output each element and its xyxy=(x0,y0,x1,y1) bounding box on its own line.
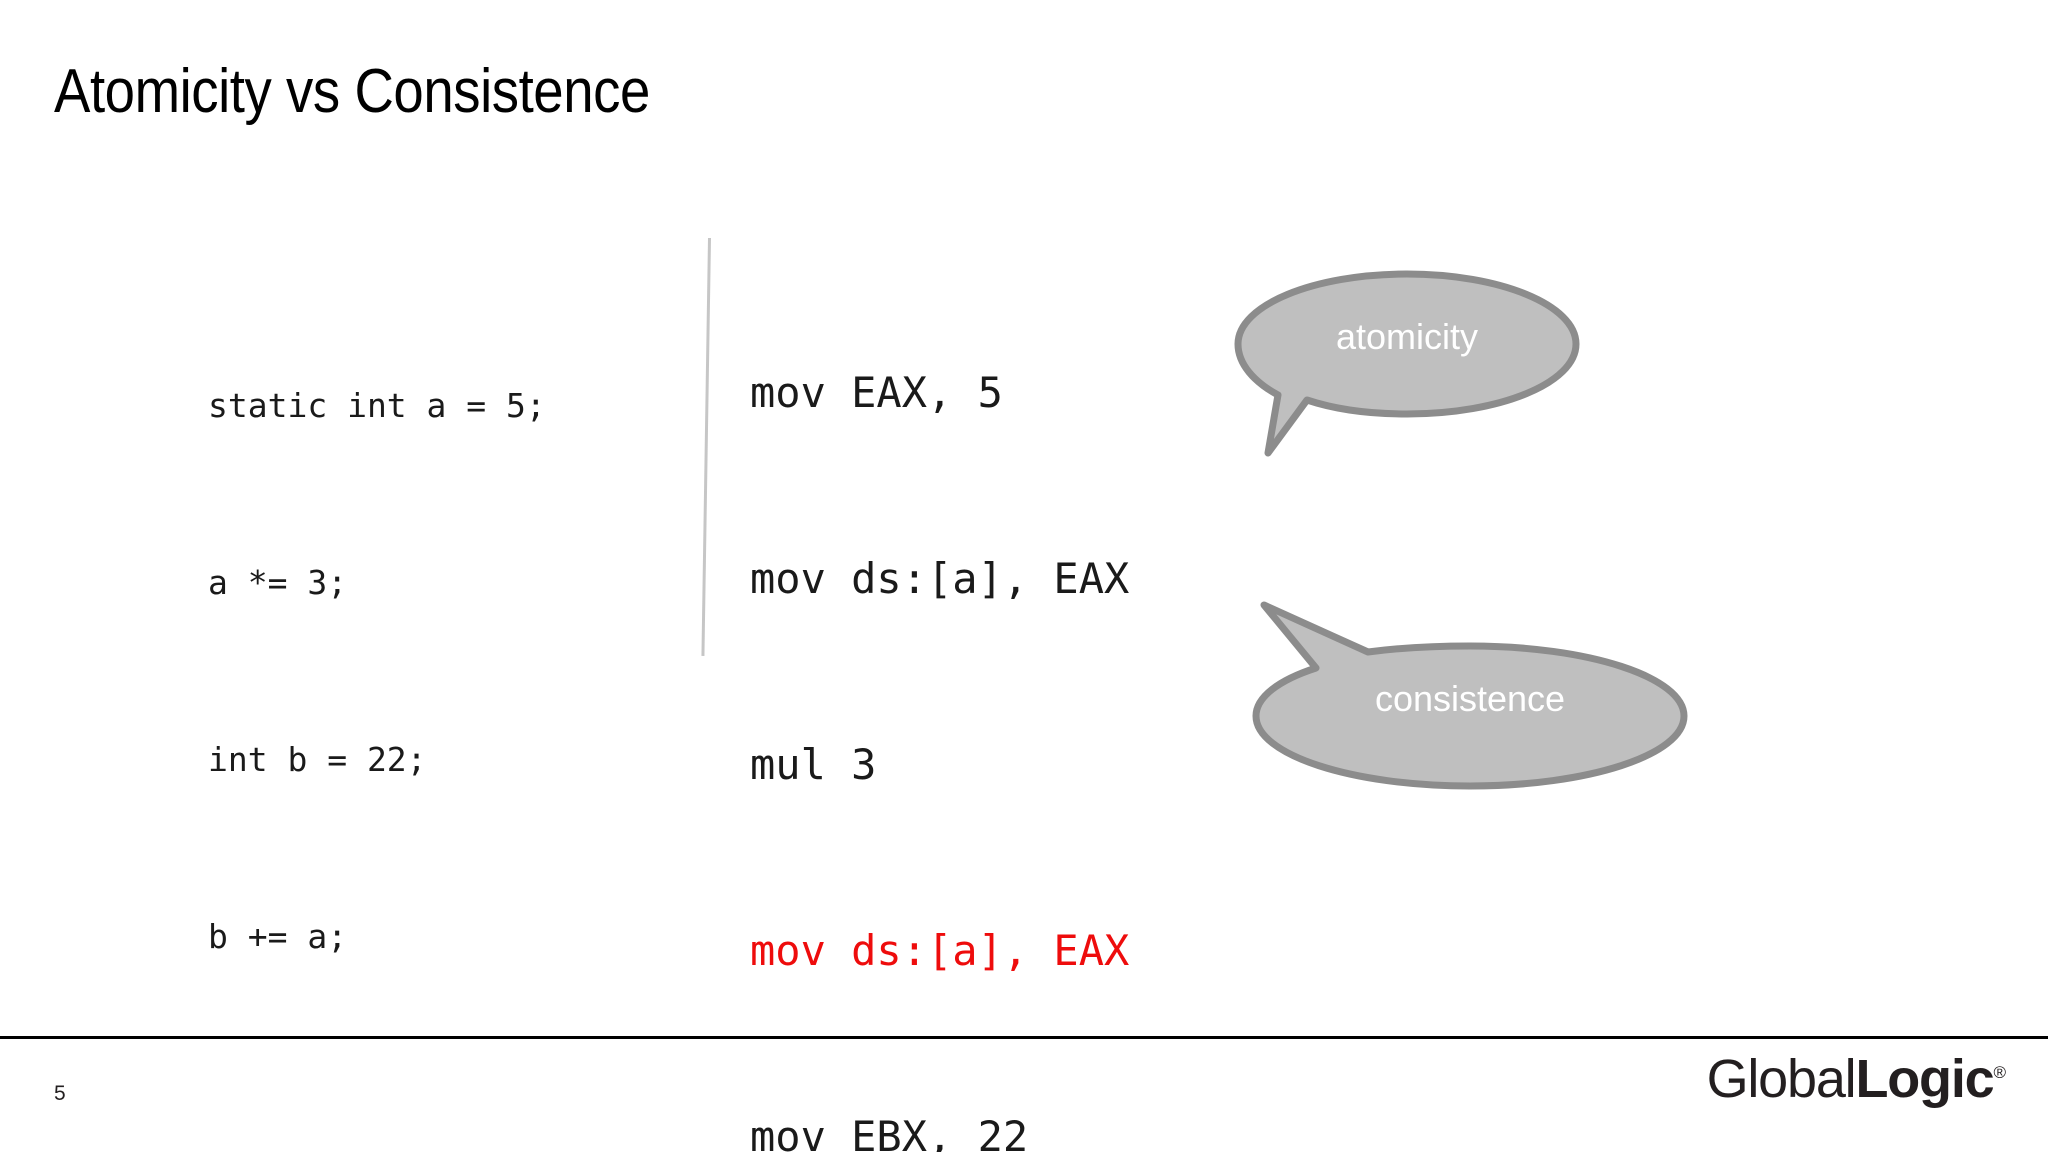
code-line: mul 3 xyxy=(750,740,877,789)
code-line: mov ds:[a], EAX xyxy=(750,554,1130,603)
code-line: mov EAX, 5 xyxy=(750,368,1003,417)
registered-trademark-icon: ® xyxy=(1993,1063,2006,1082)
footer-divider xyxy=(0,1036,2048,1039)
brand-name-bold: Logic xyxy=(1855,1049,1994,1109)
code-block-c: static int a = 5; a *= 3; int b = 22; b … xyxy=(208,258,546,1084)
code-column-divider xyxy=(701,237,711,656)
code-line: a *= 3; xyxy=(208,563,348,602)
code-line: mov EBX, 22 xyxy=(750,1112,1029,1152)
code-line: b += a; xyxy=(208,917,348,956)
page-title: Atomicity vs Consistence xyxy=(54,57,650,126)
speech-bubble-icon xyxy=(1252,601,1688,790)
code-block-asm: mov EAX, 5 mov ds:[a], EAX mul 3 mov ds:… xyxy=(750,238,1509,1152)
brand-name-light: Global xyxy=(1706,1049,1857,1109)
callout-consistence: consistence xyxy=(1250,598,1690,794)
callout-label: consistence xyxy=(1374,678,1566,719)
globallogic-logo: GlobalLogic® xyxy=(1707,1052,2006,1106)
code-line: static int a = 5; xyxy=(208,386,546,425)
callout-atomicity: atomicity xyxy=(1232,268,1582,464)
callout-label: atomicity xyxy=(1335,316,1479,357)
code-line: int b = 22; xyxy=(208,740,427,779)
code-line-highlighted: mov ds:[a], EAX xyxy=(750,926,1130,975)
page-number: 5 xyxy=(54,1082,66,1105)
speech-bubble-icon xyxy=(1234,270,1580,457)
